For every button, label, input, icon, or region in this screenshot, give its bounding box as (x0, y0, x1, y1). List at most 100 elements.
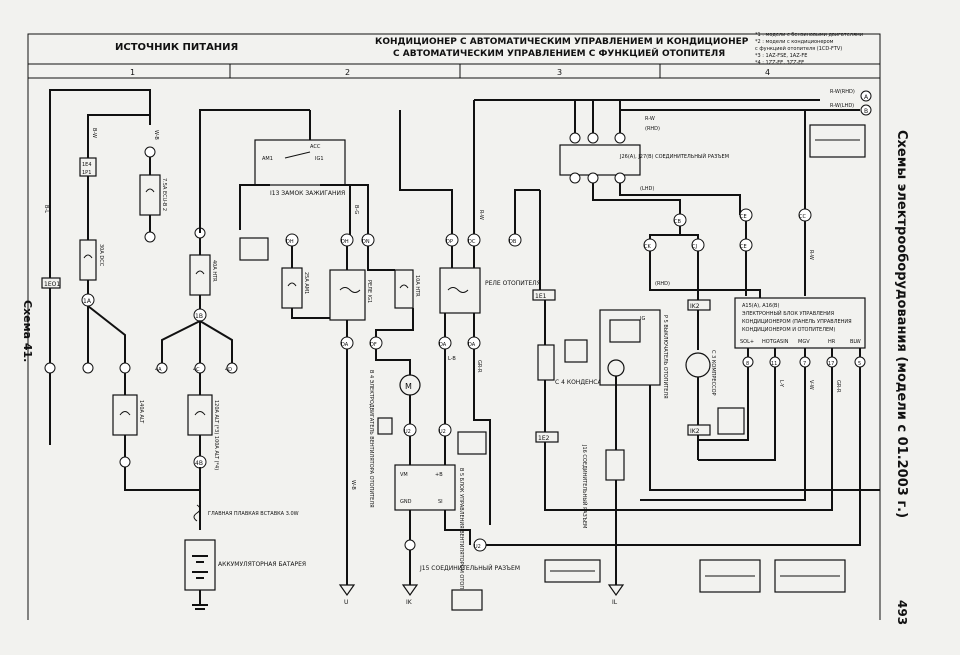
conn-4c: 4C (193, 367, 200, 373)
svg-text:IK: IK (406, 599, 413, 606)
svg-text:ЭЛЕКТРОННЫЙ БЛОК УПРАВЛЕНИЯ: ЭЛЕКТРОННЫЙ БЛОК УПРАВЛЕНИЯ (742, 310, 834, 317)
connector-j26 (559, 144, 641, 176)
svg-text:(RHD): (RHD) (645, 126, 660, 132)
conn-u2-3: U2 (474, 544, 481, 550)
conn-4d: 4D (225, 367, 232, 373)
svg-text:В 5 БЛОК УПРАВЛЕНИЯ ВЕНТИЛЯТОР: В 5 БЛОК УПРАВЛЕНИЯ ВЕНТИЛЯТОРОМ ОТОПИТЕ… (458, 468, 464, 606)
note-3: с функцией отопителя (1CD-FTV) (755, 45, 842, 52)
svg-text:120A ALT (*3) 100A ALT (*4): 120A ALT (*3) 100A ALT (*4) (213, 400, 219, 470)
svg-text:IG1: IG1 (315, 156, 324, 162)
column-4: 4 (765, 68, 770, 77)
conn-1eo1: 1EO1 (44, 281, 60, 288)
svg-text:R-W: R-W (808, 250, 814, 260)
fuse-10a-htr (394, 269, 414, 309)
svg-text:В 4 ЭЛЕКТРОДВИГАТЕЛЬ ВЕНТИЛЯТО: В 4 ЭЛЕКТРОДВИГАТЕЛЬ ВЕНТИЛЯТОРА ОТОПИТЕ… (368, 370, 374, 508)
fuse-25a-am1 (281, 267, 303, 309)
center-title-2: С АВТОМАТИЧЕСКИМ УПРАВЛЕНИЕМ С ФУНКЦИЕЙ … (393, 47, 725, 59)
power-source-section: 1E4 1P1 B-W 30A DCC 7.5A ECU-B 2 W-B 1EO… (41, 89, 310, 610)
column-1: 1 (130, 68, 135, 77)
svg-text:SI: SI (438, 499, 443, 505)
svg-text:B-W: B-W (91, 128, 97, 138)
svg-text:РЕЛЕ ОТОПИТЕЛЯ: РЕЛЕ ОТОПИТЕЛЯ (485, 280, 541, 287)
note-4: *3 : 1AZ-FSE, 1AZ-FE (755, 53, 807, 59)
conn-da-2: DA (439, 342, 447, 348)
conn-dp: DP (446, 239, 453, 245)
connector-j26-pinout (809, 124, 866, 158)
pinout-j15 (451, 589, 483, 611)
svg-text:25A AM1: 25A AM1 (303, 272, 309, 294)
svg-text:SOL+: SOL+ (740, 339, 754, 345)
svg-text:R-W: R-W (645, 116, 655, 122)
column-2: 2 (345, 68, 350, 77)
battery (184, 539, 216, 591)
svg-text:I13 ЗАМОК ЗАЖИГАНИЯ: I13 ЗАМОК ЗАЖИГАНИЯ (270, 190, 345, 197)
conn-ik2: IK2 (690, 303, 700, 310)
svg-text:B-G: B-G (353, 205, 359, 214)
svg-text:11: 11 (771, 361, 777, 367)
svg-text:B-L: B-L (43, 205, 49, 213)
svg-text:30A DCC: 30A DCC (98, 244, 104, 267)
conn-ce-2: CE (740, 244, 747, 250)
conn-1a: 1A (83, 298, 92, 305)
svg-text:КОНДИЦИОНЕРОМ И ОТОПИТЕЛЕМ): КОНДИЦИОНЕРОМ И ОТОПИТЕЛЕМ) (742, 327, 835, 333)
svg-text:W-B: W-B (350, 480, 356, 490)
svg-text:7: 7 (803, 361, 806, 367)
svg-text:HR: HR (828, 339, 836, 345)
note-1: *1 : модели с бензиновыми двигателями (755, 32, 863, 38)
fuse-30a-dcc (79, 239, 97, 281)
conn-ck: CK (644, 244, 651, 250)
fuse-40a-htr (189, 254, 211, 296)
svg-text:А15(А), А16(В): А15(А), А16(В) (742, 303, 779, 309)
conn-u2: U2 (404, 429, 411, 435)
conn-da: DA (341, 342, 349, 348)
svg-text:HOTGASIN: HOTGASIN (762, 339, 789, 345)
column-3: 3 (557, 68, 562, 77)
svg-text:A: A (864, 94, 869, 101)
svg-text:С 4 КОНДЕНСАТОР: С 4 КОНДЕНСАТОР (555, 379, 614, 386)
conn-1e4: 1E4 (82, 162, 92, 168)
conn-1e2: 1E2 (538, 435, 550, 442)
svg-text:GR-R: GR-R (476, 360, 482, 373)
svg-text:ГЛАВНАЯ ПЛАВКАЯ ВСТАВКА 3.0W: ГЛАВНАЯ ПЛАВКАЯ ВСТАВКА 3.0W (208, 511, 299, 517)
ecu-section: CE CE CC R-W А15(А), А16(В) ЭЛЕКТРОННЫЙ … (560, 110, 866, 546)
svg-text:КОНДИЦИОНЕРОМ (ПАНЕЛЬ УПРАВЛЕН: КОНДИЦИОНЕРОМ (ПАНЕЛЬ УПРАВЛЕНИЯ (742, 319, 852, 325)
svg-text:17: 17 (828, 361, 834, 367)
page-number: 493 (895, 600, 909, 625)
svg-text:+B: +B (435, 472, 443, 478)
svg-text:(RHD): (RHD) (655, 281, 670, 287)
svg-text:VM: VM (400, 472, 408, 478)
svg-text:MGV: MGV (798, 339, 810, 345)
conn-u2-2: U2 (439, 429, 446, 435)
svg-text:W-B: W-B (153, 130, 159, 140)
svg-text:IL: IL (612, 599, 618, 606)
pinout-b4 (377, 417, 393, 435)
ground-u (338, 584, 356, 597)
left-title: ИСТОЧНИК ПИТАНИЯ (115, 42, 238, 53)
svg-text:АККУМУЛЯТОРНАЯ БАТАРЕЯ: АККУМУЛЯТОРНАЯ БАТАРЕЯ (218, 561, 306, 568)
relay-heater (439, 267, 481, 314)
svg-text:140A ALT: 140A ALT (138, 400, 144, 424)
svg-text:R-W(RHD): R-W(RHD) (830, 89, 855, 95)
blower-control-unit (394, 464, 456, 511)
svg-text:M: M (405, 382, 412, 391)
svg-text:J15 СОЕДИНИТЕЛЬНЫЙ РАЗЪЕМ: J15 СОЕДИНИТЕЛЬНЫЙ РАЗЪЕМ (419, 565, 520, 572)
svg-text:40A HTR: 40A HTR (211, 260, 217, 282)
conn-da-3: DA (468, 342, 476, 348)
svg-text:V-W: V-W (808, 380, 814, 390)
svg-text:Р 5 ВЫКЛЮЧАТЕЛЬ ОТОПИТЕЛЯ: Р 5 ВЫКЛЮЧАТЕЛЬ ОТОПИТЕЛЯ (662, 315, 668, 399)
note-2: *2 : модели с кондиционером (755, 39, 834, 45)
svg-text:AM1: AM1 (262, 156, 273, 162)
conn-ik2-2: IK2 (690, 428, 700, 435)
conn-cb: CB (674, 219, 681, 225)
conn-1p1: 1P1 (82, 170, 91, 176)
conn-cj: CJ (692, 244, 697, 250)
svg-text:R-W: R-W (478, 210, 484, 220)
condenser (537, 344, 555, 381)
ac-control-section: J26(A), J27(B) СОЕДИНИТЕЛЬНЫЙ РАЗЪЕМ A B… (474, 89, 880, 606)
conn-4a: 4A (155, 367, 162, 373)
svg-text:R-W(LHD): R-W(LHD) (830, 103, 854, 109)
connector-j16 (605, 449, 625, 481)
svg-text:IG: IG (640, 316, 645, 322)
conn-ce: CE (740, 214, 747, 220)
